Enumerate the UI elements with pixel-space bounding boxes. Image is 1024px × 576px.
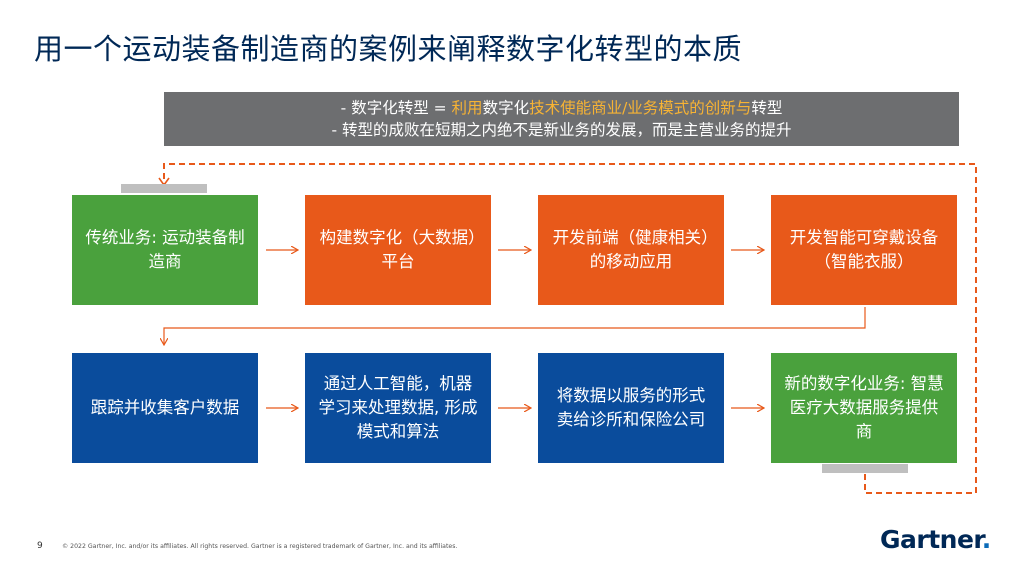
top-tab-marker: [121, 184, 207, 193]
step-smart-wearables: 开发智能可穿戴设备（智能衣服）: [771, 195, 957, 305]
step-label: 通过人工智能，机器学习来处理数据, 形成模式和算法: [318, 374, 478, 441]
step-label: 传统业务: 运动装备制造商: [85, 228, 245, 271]
dashed-feedback-loop: [163, 163, 977, 494]
step-new-digital-business: 新的数字化业务: 智慧医疗大数据服务提供商: [771, 353, 957, 463]
banner-suffix: 转型: [751, 99, 783, 117]
arrow-4-5: [164, 307, 866, 345]
gartner-logo: Gartner.: [880, 525, 991, 554]
page-title: 用一个运动装备制造商的案例来阐释数字化转型的本质: [34, 32, 743, 66]
copyright-notice: © 2022 Gartner, Inc. and/or its affiliat…: [62, 543, 458, 550]
banner-highlight-1: 利用: [451, 99, 483, 117]
step-ai-processing: 通过人工智能，机器学习来处理数据, 形成模式和算法: [305, 353, 491, 463]
step-sell-data-service: 将数据以服务的形式卖给诊所和保险公司: [538, 353, 724, 463]
step-build-data-platform: 构建数字化（大数据）平台: [305, 195, 491, 305]
banner-mid: 数字化: [482, 99, 530, 117]
step-traditional-business: 传统业务: 运动装备制造商: [72, 195, 258, 305]
banner-line-1: - 数字化转型 = 利用数字化技术使能商业/业务模式的创新与转型: [164, 97, 959, 119]
step-label: 将数据以服务的形式卖给诊所和保险公司: [556, 386, 706, 429]
step-label: 构建数字化（大数据）平台: [319, 228, 477, 271]
step-label: 新的数字化业务: 智慧医疗大数据服务提供商: [784, 374, 944, 441]
banner-prefix: - 数字化转型 =: [340, 99, 452, 117]
step-collect-data: 跟踪并收集客户数据: [72, 353, 258, 463]
page-number: 9: [37, 541, 43, 551]
banner-highlight-2: 技术使能商业/业务模式的创新与: [529, 99, 752, 117]
definition-banner: - 数字化转型 = 利用数字化技术使能商业/业务模式的创新与转型 - 转型的成败…: [164, 92, 959, 146]
step-label: 开发智能可穿戴设备（智能衣服）: [789, 228, 939, 271]
banner-line-2: - 转型的成败在短期之内绝不是新业务的发展，而是主营业务的提升: [331, 121, 792, 139]
bottom-tab-marker: [822, 464, 908, 473]
logo-dot: .: [981, 525, 992, 554]
step-label: 跟踪并收集客户数据: [90, 398, 240, 417]
logo-text: Gartner: [880, 525, 982, 554]
step-label: 开发前端（健康相关）的移动应用: [552, 228, 710, 271]
step-mobile-app: 开发前端（健康相关）的移动应用: [538, 195, 724, 305]
